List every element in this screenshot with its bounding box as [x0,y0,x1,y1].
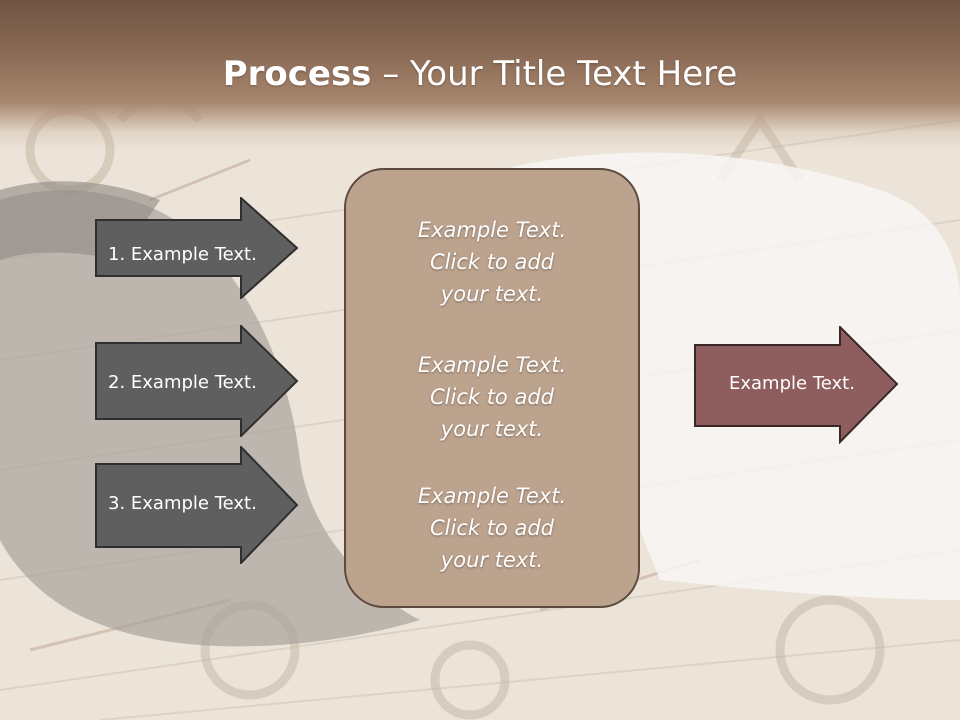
title-band [0,0,960,150]
para2-line1: Example Text. [417,353,567,377]
step-arrow-3[interactable] [95,446,300,564]
title-bold: Process [222,54,372,94]
step-label-1: 1. Example Text. [108,244,257,265]
center-text-box[interactable]: Example Text. Click to add your text. Ex… [344,168,640,608]
page-title: Process – Your Title Text Here [0,52,960,96]
title-rest: – Your Title Text Here [371,54,738,94]
center-paragraph-3: Example Text. Click to add your text. [346,480,638,576]
para2-line3: your text. [440,417,544,441]
step-label-2: 2. Example Text. [108,372,257,393]
center-paragraph-1: Example Text. Click to add your text. [346,214,638,310]
para3-line1: Example Text. [417,484,567,508]
para3-line3: your text. [440,548,544,572]
center-paragraph-2: Example Text. Click to add your text. [346,349,638,445]
step-label-3: 3. Example Text. [108,493,257,514]
step-arrow-1[interactable] [95,197,300,299]
para2-line2: Click to add [429,385,554,409]
para1-line1: Example Text. [417,218,567,242]
para1-line3: your text. [440,282,544,306]
output-label: Example Text. [729,373,855,394]
step-arrow-2[interactable] [95,325,300,437]
para1-line2: Click to add [429,250,554,274]
output-arrow[interactable] [694,326,900,444]
para3-line2: Click to add [429,516,554,540]
